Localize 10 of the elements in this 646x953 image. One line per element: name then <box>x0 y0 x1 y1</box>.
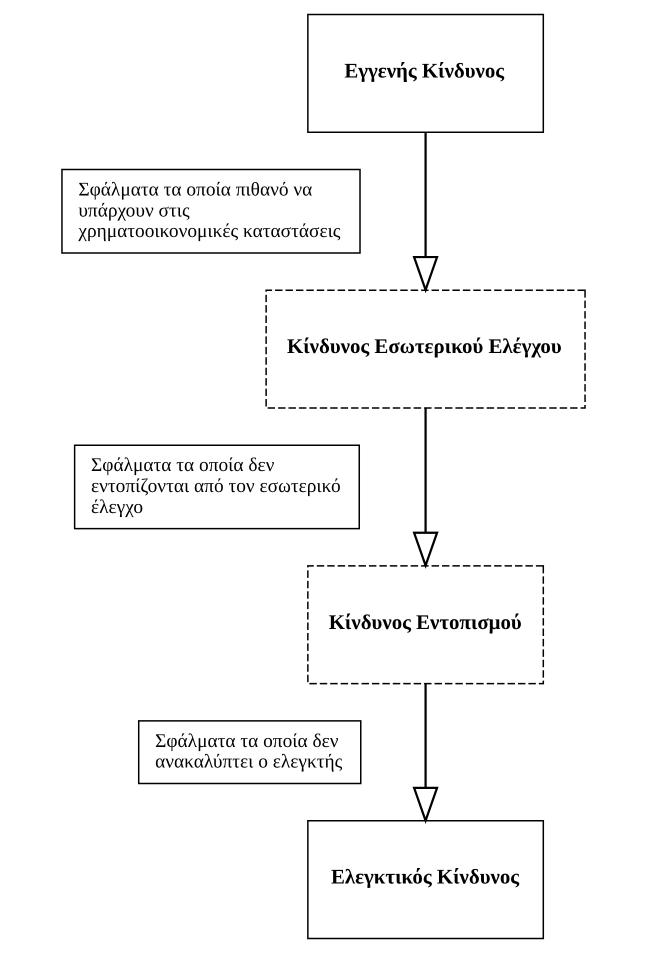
node-box: Σφάλματα τα οποία δεν ανακαλύπτει ο ελεγκτής <box>137 720 361 784</box>
node-box: Κίνδυνος Εσωτερικού Ελέγχου <box>264 289 586 409</box>
arrow <box>412 684 438 824</box>
node-box: Ελεγκτικός Κίνδυνος <box>306 820 544 940</box>
node-box: Σφάλματα τα οποία δεν εντοπίζονται από τον εσωτερικό έλεγχο <box>73 444 360 530</box>
arrow <box>412 408 438 569</box>
arrow <box>412 132 438 294</box>
node-box: Σφάλματα τα οποία πιθανό να υπάρχουν στις χρηματοοικονομικές καταστάσεις <box>60 168 360 254</box>
node-box: Κίνδυνος Εντοπισμού <box>306 565 544 684</box>
node-box: Εγγενής Κίνδυνος <box>306 14 544 133</box>
